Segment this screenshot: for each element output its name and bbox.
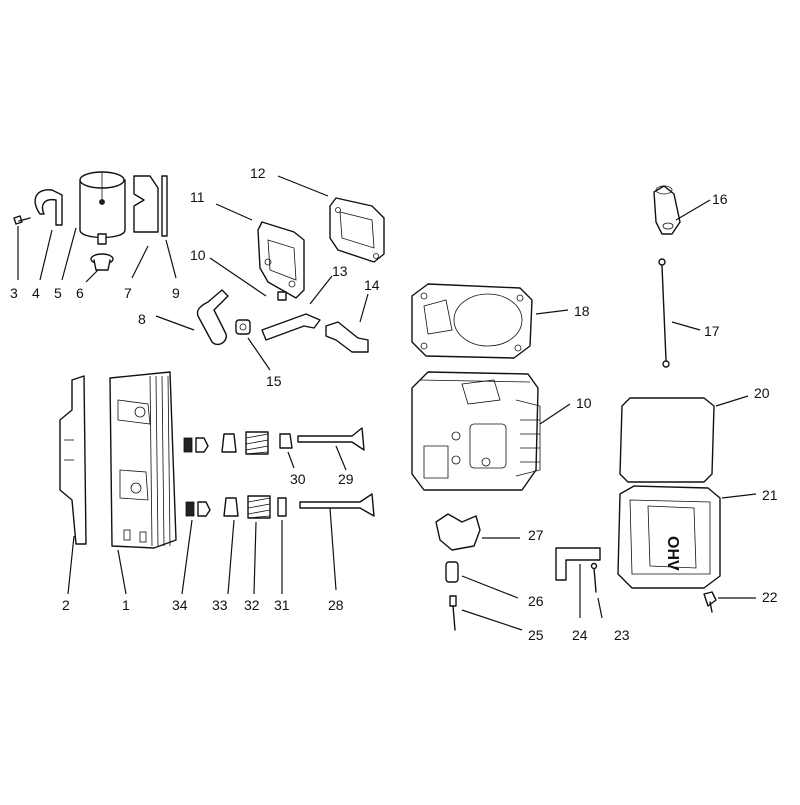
label-34: 34	[172, 597, 188, 613]
part-23-pin	[590, 562, 598, 593]
part-2-side-cover	[59, 375, 87, 545]
label-9: 9	[172, 285, 180, 301]
label-18: 18	[574, 303, 590, 319]
part-33-retainer-upper	[221, 433, 237, 453]
part-12-gasket	[329, 197, 385, 263]
part-17-push-rod	[658, 258, 670, 368]
label-10-center: 10	[576, 395, 592, 411]
label-23: 23	[614, 627, 630, 643]
label-7: 7	[124, 285, 132, 301]
part-5-canister	[79, 171, 126, 245]
part-1-cylinder-head	[109, 371, 177, 549]
label-16: 16	[712, 191, 728, 207]
part-32-spring-lower	[247, 495, 271, 519]
part-7-element	[133, 175, 159, 233]
label-31: 31	[274, 597, 290, 613]
part-29-valve-upper	[297, 427, 365, 451]
label-3: 3	[10, 285, 18, 301]
label-28: 28	[328, 597, 344, 613]
label-27: 27	[528, 527, 544, 543]
part-21-valve-cover	[617, 485, 721, 589]
part-32-spring-upper	[245, 431, 269, 455]
part-22-fitting	[703, 591, 717, 613]
part-24-bracket	[555, 547, 601, 581]
part-30-seal-upper	[279, 433, 293, 449]
label-13: 13	[332, 263, 348, 279]
label-15: 15	[266, 373, 282, 389]
label-6: 6	[76, 285, 84, 301]
part-4-clip	[34, 189, 63, 226]
label-11: 11	[190, 189, 205, 205]
part-8-tube	[196, 289, 229, 346]
part-34-keepers-lower	[185, 501, 211, 517]
part-3-screw	[13, 215, 31, 225]
part-6-cap	[90, 253, 114, 271]
part-15-grommet	[235, 319, 251, 335]
part-33-retainer-lower	[223, 497, 239, 517]
label-20: 20	[754, 385, 770, 401]
leader-lines	[17, 175, 757, 631]
part-25-bolt	[449, 595, 457, 631]
part-31-seal-lower	[277, 497, 287, 517]
part-28-valve-lower	[299, 493, 375, 517]
label-1: 1	[122, 597, 130, 613]
label-12: 12	[250, 165, 266, 181]
label-22: 22	[762, 589, 778, 605]
part-16-rocker-arm	[653, 185, 681, 235]
label-30: 30	[290, 471, 306, 487]
part-18-head-gasket	[411, 283, 533, 359]
label-21: 21	[762, 487, 778, 503]
part-26-bushing	[445, 561, 459, 583]
label-32: 32	[244, 597, 260, 613]
part-27-shield	[435, 513, 481, 551]
part-10-bolt-upper	[277, 291, 287, 301]
label-4: 4	[32, 285, 40, 301]
label-5: 5	[54, 285, 62, 301]
part-13-hose	[261, 313, 321, 341]
part-number-labels: 3 4 5 6 7 9 11 12 10 13 14 8 15 16 17 18…	[10, 165, 778, 643]
label-14: 14	[364, 277, 380, 293]
part-10-cylinder-head-center	[411, 371, 541, 491]
label-29: 29	[338, 471, 354, 487]
label-24: 24	[572, 627, 588, 643]
part-20-cover-gasket	[619, 397, 715, 483]
label-8: 8	[138, 311, 146, 327]
label-10-upper: 10	[190, 247, 206, 263]
label-17: 17	[704, 323, 720, 339]
label-33: 33	[212, 597, 228, 613]
valve-cover-embossed-text: OHV	[664, 536, 681, 571]
label-25: 25	[528, 627, 544, 643]
part-34-keepers-upper	[183, 437, 209, 453]
label-26: 26	[528, 593, 544, 609]
label-2: 2	[62, 597, 70, 613]
part-11-plate	[257, 221, 305, 299]
part-14-elbow	[325, 321, 369, 353]
part-9-gasket	[161, 175, 168, 237]
